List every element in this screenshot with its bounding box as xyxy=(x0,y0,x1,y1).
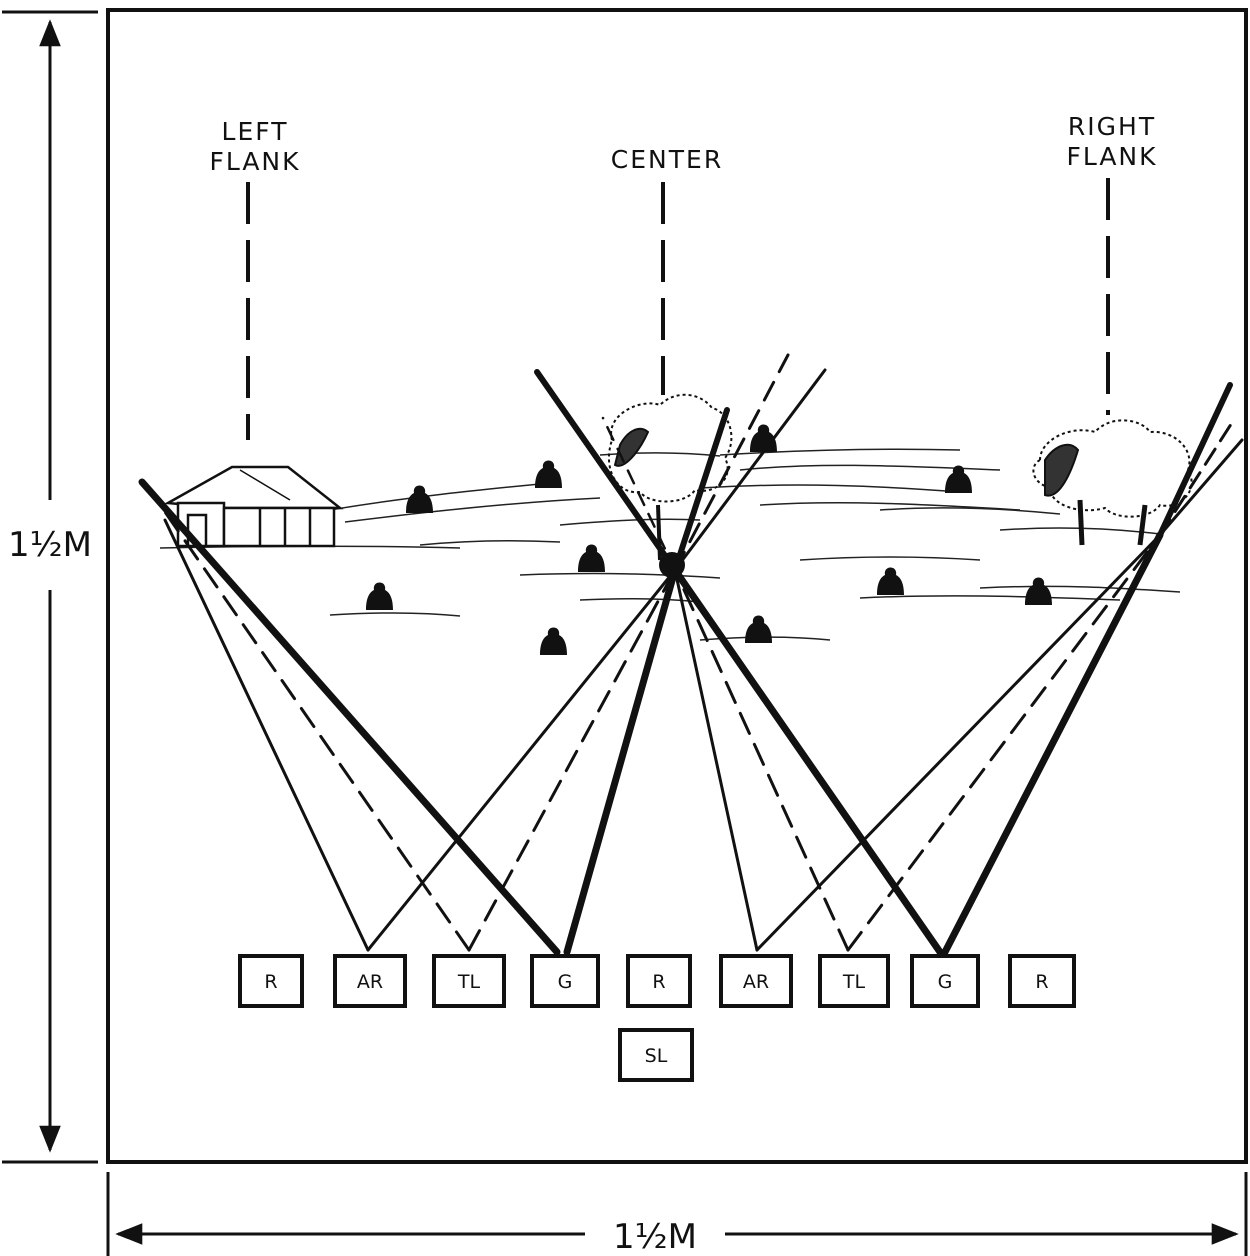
position-2: AR xyxy=(333,954,407,1008)
fire-line-tl-right-to-center xyxy=(673,568,850,952)
fire-line-ar-right-to-center xyxy=(673,568,759,952)
center-label: CENTER xyxy=(611,145,723,174)
position-4: G xyxy=(530,954,600,1008)
position-label: TL xyxy=(457,971,481,993)
right-flank-label-line2: FLANK xyxy=(1066,142,1157,171)
position-3: TL xyxy=(432,954,506,1008)
left-flank-label-line2: FLANK xyxy=(209,147,300,176)
center-tree xyxy=(607,393,733,561)
vertical-dimension: 1½M xyxy=(2,10,98,1164)
fire-line-g-left-to-center xyxy=(563,566,679,956)
sectors-of-fire xyxy=(138,353,1244,956)
squad-leader-label: SL xyxy=(645,1045,668,1067)
fire-line-tl-left-to-left-flank xyxy=(163,510,471,952)
left-flank-label-line1: LEFT xyxy=(222,117,289,146)
fire-line-g-right-to-center xyxy=(671,566,944,956)
position-label: G xyxy=(558,971,573,993)
fire-line-g-left-to-left-flank xyxy=(138,478,561,956)
label-leader-lines xyxy=(246,178,1110,440)
position-label: AR xyxy=(743,971,769,993)
horizontal-dimension-label: 1½M xyxy=(613,1217,697,1256)
position-label: R xyxy=(652,971,665,993)
vertical-dimension-label: 1½M xyxy=(8,525,92,565)
position-9: R xyxy=(1008,954,1076,1008)
horizontal-dimension: 1½M xyxy=(106,1172,1248,1256)
fire-line-g-right-to-right-flank xyxy=(941,531,1164,956)
position-label: AR xyxy=(357,971,383,993)
position-label: G xyxy=(938,971,953,993)
position-6: AR xyxy=(719,954,793,1008)
fire-line-ar-left-to-center xyxy=(366,568,677,952)
fire-line-ar-right-to-right-flank xyxy=(755,533,1162,952)
fire-line-ar-left-to-left-flank xyxy=(163,518,370,952)
fire-team-positions: R AR TL G R AR TL G xyxy=(238,954,1076,1082)
squad-leader-position: SL xyxy=(618,1028,694,1082)
position-label: R xyxy=(264,971,277,993)
sector-frame xyxy=(106,8,1248,1164)
right-flank-trees xyxy=(1032,419,1193,546)
position-5: R xyxy=(626,954,692,1008)
position-8: G xyxy=(910,954,980,1008)
right-flank-label-line1: RIGHT xyxy=(1068,112,1156,141)
fire-line-tl-left-to-center xyxy=(467,568,677,952)
position-label: R xyxy=(1035,971,1048,993)
position-1: R xyxy=(238,954,304,1008)
fire-line-tl-right-to-right-flank xyxy=(846,533,1162,952)
position-label: TL xyxy=(842,971,866,993)
position-7: TL xyxy=(818,954,890,1008)
house xyxy=(163,465,344,548)
